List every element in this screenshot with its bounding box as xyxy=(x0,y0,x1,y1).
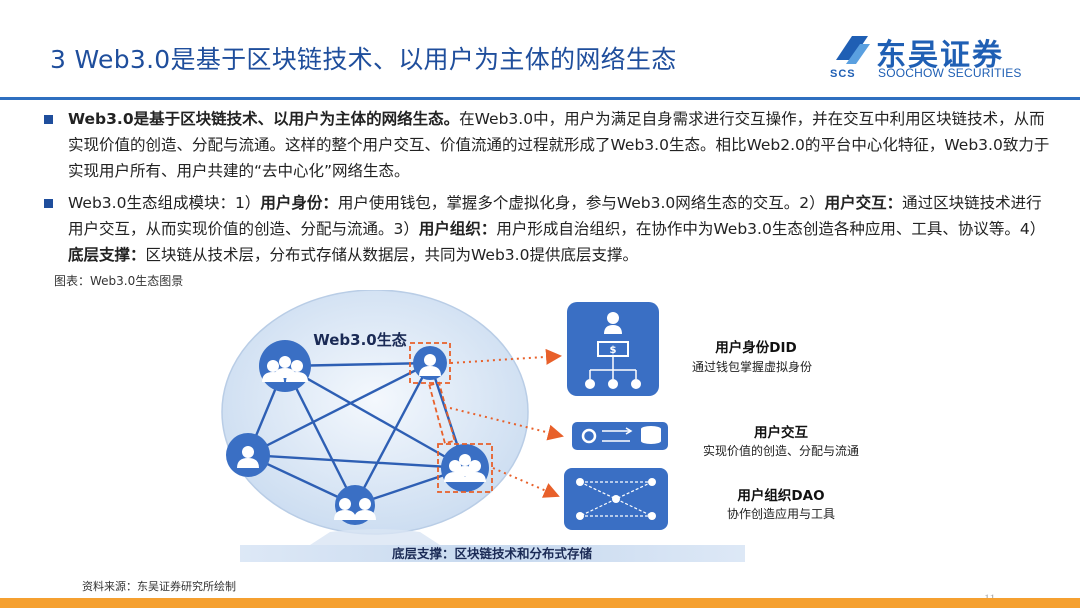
header-divider xyxy=(0,97,1080,100)
bullet-item-modules: Web3.0生态组成模块：1）用户身份：用户使用钱包，掌握多个虚拟化身，参与We… xyxy=(42,190,1052,268)
base-pedestal xyxy=(310,529,440,545)
bullet-body-text: 在Web3.0中，用户为满足自身需求进行交互操作，并在交互中利用区块链技术，从而… xyxy=(68,110,1050,180)
figure-caption: 图表：Web3.0生态图景 xyxy=(54,274,184,288)
highlight-box-identity xyxy=(409,342,451,384)
page-title: 3 Web3.0是基于区块链技术、以用户为主体的网络生态 xyxy=(50,45,677,74)
bullet-segment-bold: 用户组织： xyxy=(418,220,497,238)
bullet-item-definition: Web3.0是基于区块链技术、以用户为主体的网络生态。在Web3.0中，用户为满… xyxy=(42,106,1052,184)
bullet-segment: 用户形成自治组织，在协作中为Web3.0生态创造各种应用、工具、协议等。4） xyxy=(496,220,1046,238)
arrow-to-interaction xyxy=(449,407,564,441)
ecosystem-diagram: $ Web3.0生态 底层支撑：区块链技术和分布式存储 xyxy=(221,290,859,562)
base-platform xyxy=(240,545,745,562)
identity-module-icon: $ xyxy=(567,302,659,396)
bullet-square-icon xyxy=(44,199,53,208)
logo-english-name: SOOCHOW SECURITIES xyxy=(878,66,1022,80)
module-desc-interaction: 实现价值的创造、分配与流通 xyxy=(703,443,859,458)
bullet-square-icon xyxy=(44,115,53,124)
bullet-bold-lead: Web3.0是基于区块链技术、以用户为主体的网络生态。 xyxy=(68,110,460,128)
arrow-to-identity xyxy=(450,348,562,365)
footer-bar xyxy=(0,598,1080,608)
bullet-segment: Web3.0生态组成模块：1） xyxy=(68,194,261,212)
source-note: 资料来源：东吴证券研究所绘制 xyxy=(82,580,236,593)
module-title-identity: 用户身份DID xyxy=(715,339,796,356)
user-node-large xyxy=(259,340,311,392)
user-node-left xyxy=(226,433,270,477)
company-logo: 东吴证券 SCS SOOCHOW SECURITIES xyxy=(830,30,1030,82)
user-node-bottom xyxy=(334,485,376,525)
bullet-segment-bold: 用户交互： xyxy=(824,194,903,212)
bullet-segment: 通过区块链技术进行用户交互，从而实现价值的创造、分配与流通。3） xyxy=(68,194,1042,238)
svg-text:$: $ xyxy=(610,345,617,356)
user-node-group xyxy=(441,444,489,492)
module-desc-identity: 通过钱包掌握虚拟身份 xyxy=(692,359,812,374)
bullet-segment-bold: 用户身份： xyxy=(260,194,338,212)
base-support-label: 底层支撑：区块链技术和分布式存储 xyxy=(392,546,593,561)
highlight-box-organization xyxy=(437,443,493,493)
module-title-organization: 用户组织DAO xyxy=(737,487,824,504)
bullet-segment: 区块链从技术层，分布式存储从数据层，共同为Web3.0提供底层支撑。 xyxy=(145,246,638,264)
bullet-list: Web3.0是基于区块链技术、以用户为主体的网络生态。在Web3.0中，用户为满… xyxy=(42,106,1052,274)
bullet-segment-bold: 底层支撑： xyxy=(68,246,146,264)
organization-module-icon xyxy=(564,468,668,530)
module-title-interaction: 用户交互 xyxy=(754,424,808,441)
module-desc-organization: 协作创造应用与工具 xyxy=(727,506,835,521)
logo-abbreviation: SCS xyxy=(830,68,856,80)
ecosystem-label: Web3.0生态 xyxy=(313,331,407,349)
bullet-segment: 用户使用钱包，掌握多个虚拟化身，参与Web3.0网络生态的交互。2） xyxy=(337,194,825,212)
logo-mark-icon xyxy=(836,36,870,64)
logo-chinese-name: 东吴证券 xyxy=(876,38,1004,73)
user-node-identity xyxy=(413,346,447,380)
interaction-module-icon xyxy=(572,422,668,450)
